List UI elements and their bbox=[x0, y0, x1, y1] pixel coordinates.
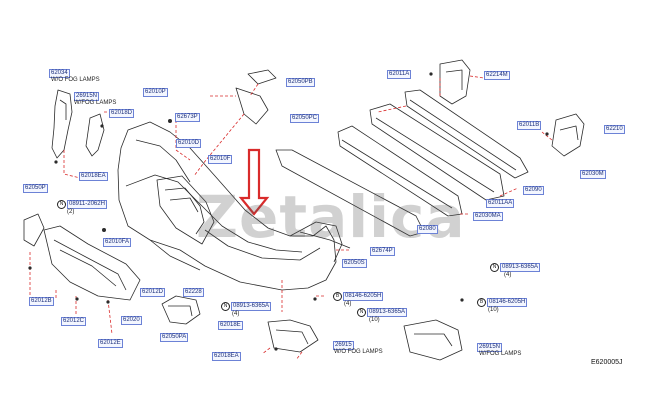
right-lip bbox=[289, 221, 343, 263]
label-62010p[interactable]: 62010P bbox=[143, 88, 168, 97]
label-62018d[interactable]: 62018D bbox=[109, 109, 135, 118]
label-62673p[interactable]: 62673P bbox=[175, 113, 200, 122]
bracket-left bbox=[51, 89, 73, 159]
note-wo-fog-top: W/O FOG LAMPS bbox=[51, 77, 100, 83]
beam-inner bbox=[369, 103, 505, 201]
fastener-symbol: N bbox=[357, 308, 366, 317]
fastener-code: 08911-2062H bbox=[67, 200, 107, 209]
label-62050pa[interactable]: 62050PA bbox=[160, 333, 189, 342]
label-62012b[interactable]: 62012B bbox=[29, 297, 54, 306]
bracket-top-right bbox=[439, 59, 471, 105]
fastener-symbol: N bbox=[57, 200, 66, 209]
lower-grille-left bbox=[43, 225, 141, 301]
note-w-fog-bottom: W/FOG LAMPS bbox=[479, 351, 522, 357]
fastener-qty: (2) bbox=[67, 209, 75, 215]
clip-top bbox=[247, 69, 277, 85]
label-26915-bottom[interactable]: 26915 bbox=[333, 341, 354, 350]
label-62050pb[interactable]: 62050PB bbox=[286, 78, 315, 87]
label-62018ea-left[interactable]: 62018EA bbox=[79, 172, 108, 181]
label-62080[interactable]: 62080 bbox=[417, 225, 438, 234]
beam-outer bbox=[404, 89, 529, 179]
label-62012d[interactable]: 62012D bbox=[140, 288, 166, 297]
label-26915n-bottom[interactable]: 26915N bbox=[477, 343, 503, 352]
label-62018ea-bottom[interactable]: 62018EA bbox=[212, 352, 241, 361]
fastener-qty: (4) bbox=[504, 272, 512, 278]
note-wo-fog-bottom: W/O FOG LAMPS bbox=[334, 349, 383, 355]
fog-bracket-right bbox=[403, 319, 463, 361]
fastener-qty: (4) bbox=[344, 301, 352, 307]
grille-frame bbox=[156, 175, 215, 245]
fastener-symbol: N bbox=[221, 302, 230, 311]
fastener-symbol: B bbox=[477, 298, 486, 307]
label-62010d[interactable]: 62010D bbox=[176, 139, 202, 148]
fog-bracket-bottom bbox=[267, 319, 319, 353]
watermark: Zetalica bbox=[196, 183, 466, 251]
label-62050pc[interactable]: 62050PC bbox=[290, 114, 320, 123]
label-62020[interactable]: 62020 bbox=[121, 316, 142, 325]
fastener-08146-6205h-right[interactable]: B 08146-6205H bbox=[477, 298, 528, 307]
fastener-code: 08146-6205H bbox=[487, 298, 528, 307]
label-62090[interactable]: 62090 bbox=[523, 186, 544, 195]
bracket-right bbox=[551, 113, 585, 157]
indicator-arrow bbox=[238, 148, 270, 216]
fastener-08146-6205h-mid[interactable]: B 08146-6205H bbox=[333, 292, 384, 301]
label-62034[interactable]: 62034 bbox=[49, 69, 70, 78]
fastener-08913-6365a-bottom[interactable]: N 08913-6365A bbox=[357, 308, 408, 317]
fastener-code: 08913-6365A bbox=[231, 302, 272, 311]
fastener-qty: (4) bbox=[232, 311, 240, 317]
note-w-fog-top: W/FOG LAMPS bbox=[74, 100, 117, 106]
fastener-symbol: N bbox=[490, 263, 499, 272]
label-62011a[interactable]: 62011A bbox=[387, 70, 412, 79]
label-62674p[interactable]: 62674P bbox=[370, 247, 395, 256]
fastener-qty: (10) bbox=[488, 307, 499, 313]
bracket-left-fog bbox=[85, 113, 105, 157]
label-62012e[interactable]: 62012E bbox=[98, 339, 123, 348]
label-62214m[interactable]: 62214M bbox=[484, 71, 510, 80]
label-62012c[interactable]: 62012C bbox=[61, 317, 87, 326]
fastener-code: 08913-6365A bbox=[367, 308, 408, 317]
fastener-code: 08146-6205H bbox=[343, 292, 384, 301]
harness bbox=[299, 231, 351, 249]
label-62030ma[interactable]: 62030MA bbox=[473, 212, 503, 221]
label-62010f[interactable]: 62010F bbox=[208, 155, 233, 164]
label-62010fa[interactable]: 62010FA bbox=[103, 238, 132, 247]
fastener-code: 08913-6365A bbox=[500, 263, 541, 272]
side-bracket bbox=[23, 213, 45, 247]
fastener-08913-6365a-right[interactable]: N 08913-6365A bbox=[490, 263, 541, 272]
label-62050s[interactable]: 62050S bbox=[342, 259, 367, 268]
fastener-08913-6365a-left[interactable]: N 08913-6365A bbox=[221, 302, 272, 311]
label-62011b[interactable]: 62011B bbox=[517, 121, 542, 130]
fog-cover bbox=[161, 295, 201, 325]
fastener-08911-2062h[interactable]: N 08911-2062H bbox=[57, 200, 107, 209]
bumper-fascia bbox=[117, 121, 337, 291]
label-62210[interactable]: 62210 bbox=[604, 125, 625, 134]
label-62030m[interactable]: 62030M bbox=[580, 170, 606, 179]
fastener-symbol: B bbox=[333, 292, 342, 301]
label-26915n[interactable]: 26915N bbox=[74, 92, 100, 101]
figure-code: E620005J bbox=[591, 359, 623, 366]
label-62050p-left[interactable]: 62050P bbox=[23, 184, 48, 193]
fastener-qty: (10) bbox=[369, 317, 380, 323]
label-62018e[interactable]: 62018E bbox=[218, 321, 243, 330]
label-62011aa[interactable]: 62011AA bbox=[486, 199, 515, 208]
clip-upper bbox=[235, 87, 269, 125]
label-62228[interactable]: 62228 bbox=[183, 288, 204, 297]
